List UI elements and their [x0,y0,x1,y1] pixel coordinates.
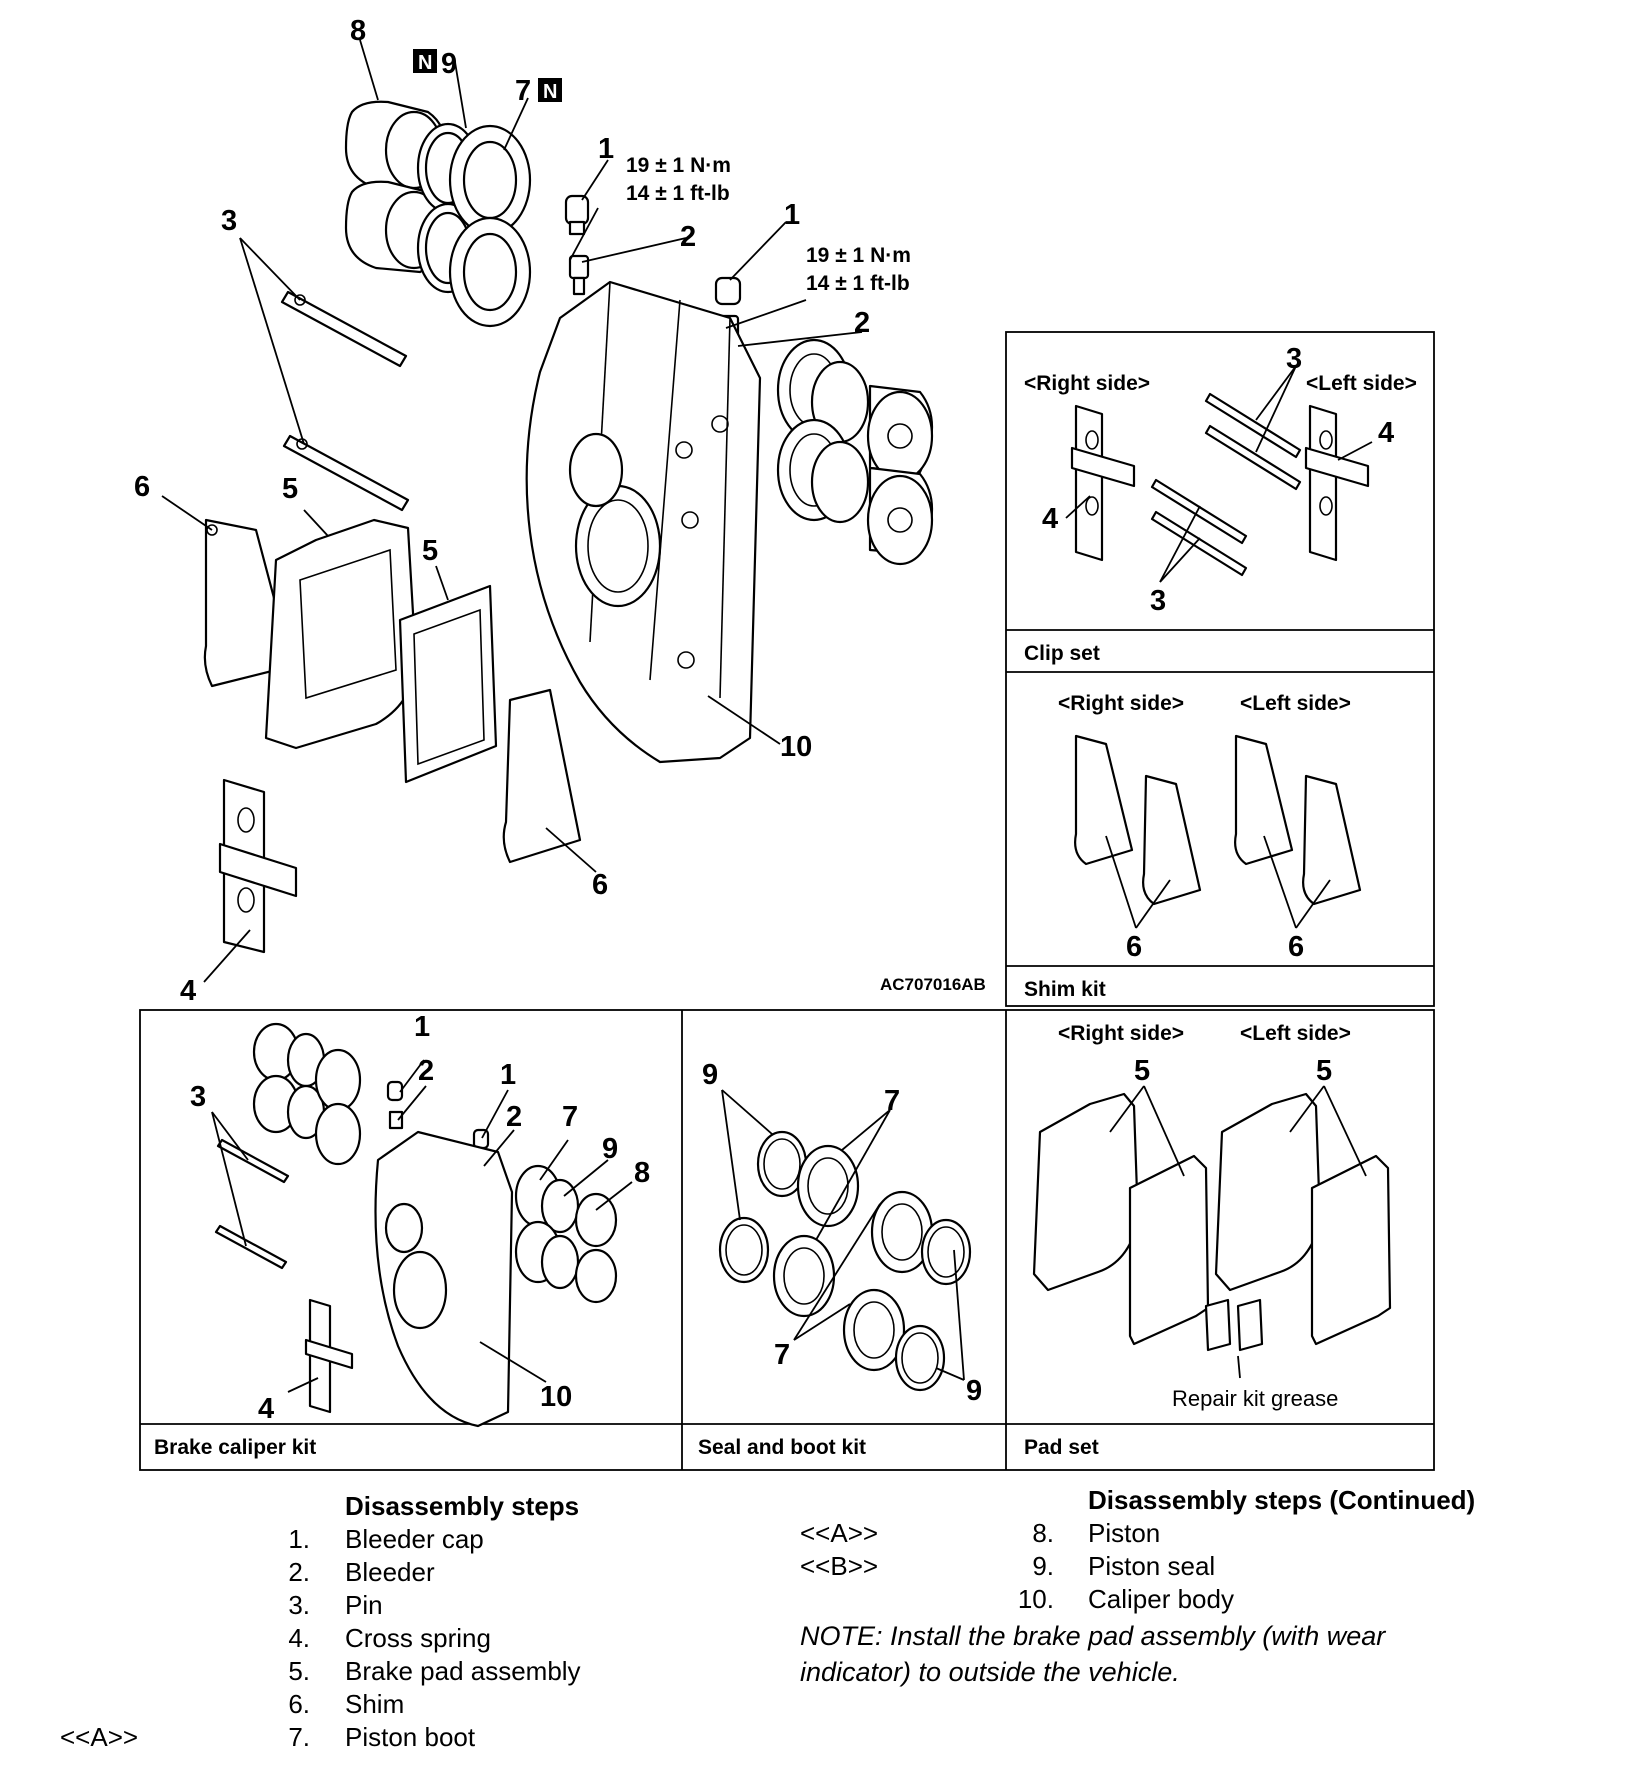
callout-6b: 6 [592,869,608,901]
brake-pad-outer [264,518,418,750]
install-note: NOTE: Install the brake pad assembly (wi… [800,1621,1386,1687]
shim-kit-label: Shim kit [1024,978,1106,1001]
cross-spring [218,778,298,954]
torque-ftlb-1: 14 ± 1 ft-lb [626,182,730,205]
seal-callout-7b: 7 [774,1339,790,1371]
seal-boot-kit-panel: 9 7 7 9 Seal and boot kit [698,1059,982,1459]
disassembly-steps-right: Disassembly steps (Continued) <<A>> 8.Pi… [800,1485,1476,1614]
svg-text:N: N [543,81,557,103]
kit-callout-4: 4 [258,1393,274,1425]
figure-code: AC707016AB [880,975,986,994]
brake-caliper-kit-label: Brake caliper kit [154,1436,316,1459]
kit-callout-1b: 1 [500,1059,516,1091]
brake-caliper-kit-panel: 3 1 2 1 2 7 9 8 10 4 Brake caliper kit [154,1011,650,1459]
torque-nm-2: 19 ± 1 N·m [806,244,911,267]
caliper-body [525,280,762,764]
pad-set-left-side: <Left side> [1240,1022,1351,1045]
callout-3: 3 [221,205,237,237]
clip-callout-4a: 4 [1378,417,1394,449]
steps-heading-continued: Disassembly steps (Continued) [1088,1485,1476,1515]
repair-kit-grease-label: Repair kit grease [1172,1386,1338,1411]
leader-lines-main [161,39,863,983]
callout-2b: 2 [854,307,870,339]
pad-set-label: Pad set [1024,1436,1099,1459]
seal-callout-9b: 9 [966,1375,982,1407]
pins [280,290,410,512]
clip-callout-4b: 4 [1042,503,1058,535]
callout-7: 7 [515,75,531,107]
callout-2a: 2 [680,221,696,253]
callout-9: 9 [441,48,457,80]
shim-callout-6b: 6 [1288,931,1304,963]
clip-set-panel: <Right side> <Left side> 3 4 4 3 Clip se… [1024,343,1417,665]
callout-5a: 5 [282,473,298,505]
kit-callout-8: 8 [634,1157,650,1189]
callouts-main: 8 N 9 7 N 1 19 ± 1 N·m 14 ± 1 ft-lb 2 1 … [134,15,986,1007]
callout-6a: 6 [134,471,150,503]
shim-right [502,688,582,864]
kit-callout-10: 10 [540,1381,572,1413]
clip-callout-3b: 3 [1150,585,1166,617]
new-part-mark-7 [538,78,562,102]
callout-1b: 1 [784,199,800,231]
callout-8: 8 [350,15,366,47]
new-part-mark-9 [413,49,437,73]
shim-callout-6a: 6 [1126,931,1142,963]
pad-set-panel: <Right side> <Left side> 5 5 Repair kit … [1024,1022,1392,1459]
pad-set-right-side: <Right side> [1058,1022,1184,1045]
bleeder-cap-upper [564,194,590,296]
svg-text:N: N [418,52,432,74]
piston-assembly-right [776,338,934,566]
shim-kit-panel: <Right side> <Left side> 6 6 Shim kit [1024,692,1362,1001]
kit-callout-1a: 1 [414,1011,430,1043]
brake-pad-inner [398,584,498,784]
kit-callout-9: 9 [602,1133,618,1165]
shim-kit-left-side: <Left side> [1240,692,1351,715]
step-tag: <<A>> [60,1722,139,1752]
kit-callout-2a: 2 [418,1055,434,1087]
piston-boots [448,124,532,328]
step-tag: <<B>> [800,1551,879,1581]
kit-callout-3: 3 [190,1081,206,1113]
torque-ftlb-2: 14 ± 1 ft-lb [806,272,910,295]
callout-5b: 5 [422,535,438,567]
step-tag: <<A>> [800,1518,879,1548]
exploded-view-diagram: 8 N 9 7 N 1 19 ± 1 N·m 14 ± 1 ft-lb 2 1 … [134,15,1435,1471]
pad-callout-5a: 5 [1134,1055,1150,1087]
disassembly-steps-left: Disassembly steps 1.Bleeder cap 2.Bleede… [60,1491,581,1752]
clip-set-right-side: <Right side> [1024,372,1150,395]
callout-4: 4 [180,975,196,1007]
torque-nm-1: 19 ± 1 N·m [626,154,731,177]
clip-set-left-side: <Left side> [1306,372,1417,395]
callout-10: 10 [780,731,812,763]
kit-frames [139,331,1435,1471]
steps-heading: Disassembly steps [345,1491,580,1521]
clip-set-label: Clip set [1024,642,1100,665]
clip-callout-3a: 3 [1286,343,1302,375]
seal-callout-9a: 9 [702,1059,718,1091]
kit-callout-7: 7 [562,1101,578,1133]
callout-1a: 1 [598,133,614,165]
seal-and-boot-kit-label: Seal and boot kit [698,1436,866,1459]
seal-callout-7a: 7 [884,1085,900,1117]
shim-kit-right-side: <Right side> [1058,692,1184,715]
pad-callout-5b: 5 [1316,1055,1332,1087]
kit-callout-2b: 2 [506,1101,522,1133]
